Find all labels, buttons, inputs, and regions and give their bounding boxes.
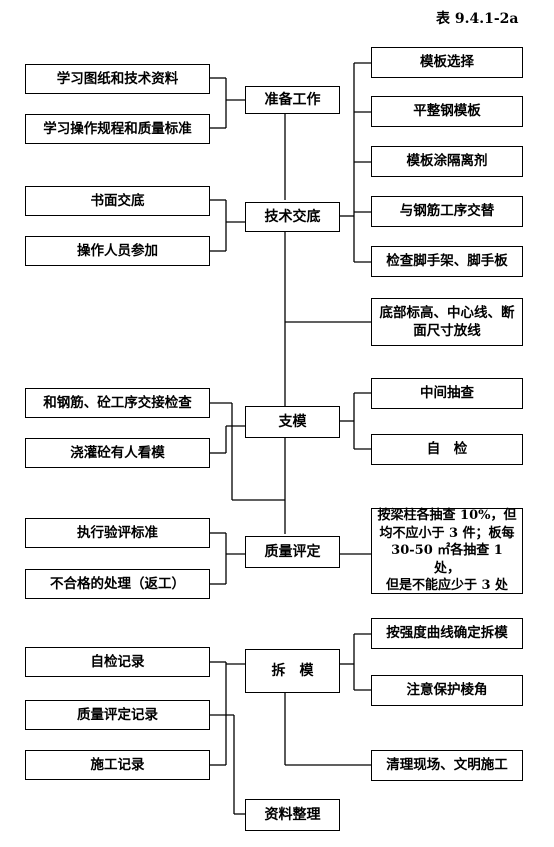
self-check-box: 自 检 — [371, 434, 523, 465]
handover-check-box: 和钢筋、砼工序交接检查 — [25, 388, 210, 418]
rebar-alternate-box: 与钢筋工序交替 — [371, 196, 523, 227]
staff-participate-box: 操作人员参加 — [25, 236, 210, 266]
table-number: 表 9.4.1-2a — [436, 11, 519, 27]
execute-standard-box: 执行验评标准 — [25, 518, 210, 548]
unqualified-rework-box: 不合格的处理（返工） — [25, 569, 210, 599]
study-drawings-box: 学习图纸和技术资料 — [25, 64, 210, 94]
strength-curve-box: 按强度曲线确定拆模 — [371, 618, 523, 649]
protect-corner-box: 注意保护棱角 — [371, 675, 523, 706]
study-rules-box: 学习操作规程和质量标准 — [25, 114, 210, 144]
clean-site-box: 清理现场、文明施工 — [371, 750, 523, 781]
remove-formwork-box: 拆 模 — [245, 649, 340, 693]
construction-record-box: 施工记录 — [25, 750, 210, 780]
docs-arrange-box: 资料整理 — [245, 799, 340, 831]
quality-record-box: 质量评定记录 — [25, 700, 210, 730]
tech-briefing-box: 技术交底 — [245, 202, 340, 232]
pour-watch-box: 浇灌砼有人看模 — [25, 438, 210, 468]
scaffold-check-box: 检查脚手架、脚手板 — [371, 246, 523, 277]
prep-work-box: 准备工作 — [245, 86, 340, 114]
quality-evaluation-box: 质量评定 — [245, 536, 340, 568]
select-formwork-box: 模板选择 — [371, 47, 523, 78]
elevation-setout-box: 底部标高、中心线、断 面尺寸放线 — [371, 298, 523, 346]
sampling-rule-box: 按梁柱各抽查 10%，但 均不应小于 3 件；板每 30-50 ㎡各抽查 1 处… — [371, 508, 523, 594]
flatten-steel-form-box: 平整钢模板 — [371, 96, 523, 127]
mid-check-box: 中间抽查 — [371, 378, 523, 409]
self-check-record-box: 自检记录 — [25, 647, 210, 677]
written-briefing-box: 书面交底 — [25, 186, 210, 216]
release-agent-box: 模板涂隔离剂 — [371, 146, 523, 177]
support-formwork-box: 支模 — [245, 406, 340, 438]
